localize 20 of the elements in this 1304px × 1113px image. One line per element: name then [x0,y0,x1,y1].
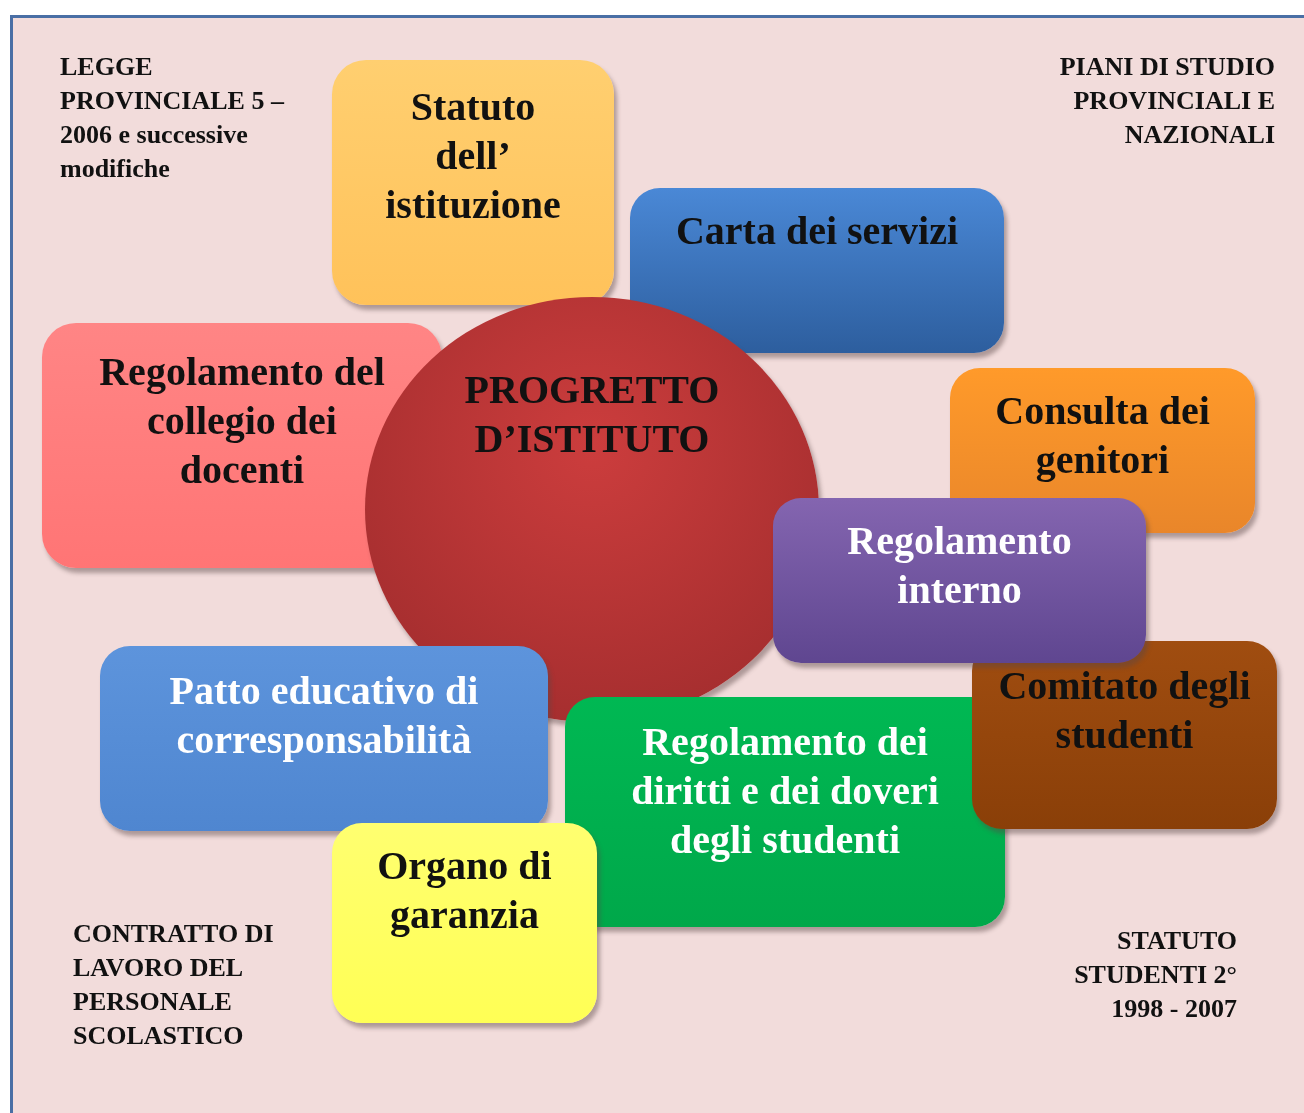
box-text: Regolamento del collegio dei docenti [98,348,386,494]
box-text: Statuto dell’ istituzione [384,83,562,229]
box-text: Regolamento interno [846,517,1073,614]
box-text: Carta dei servizi [675,207,959,255]
box-text: Patto educativo di corresponsabilità [168,667,480,764]
box-text: Comitato degli studenti [997,662,1252,759]
rounded-box [100,646,548,831]
rounded-box [332,823,597,1023]
title-text: PROGRETTO D’ISTITUTO [463,366,721,463]
corner-note: CONTRATTO DI LAVORO DEL PERSONALE SCOLASTICO [73,918,275,1052]
rounded-box [630,188,1004,353]
box-text: Organo di garanzia [376,842,553,939]
rounded-box [972,641,1277,829]
corner-note: PIANI DI STUDIO PROVINCIALI E NAZIONALI [1058,51,1275,151]
box-text: Consulta dei genitori [994,387,1211,484]
corner-note: LEGGE PROVINCIALE 5 – 2006 e successive modifiche [60,51,286,185]
box-text: Regolamento dei diritti e dei doveri degli studenti [630,718,940,864]
rounded-box [773,498,1146,663]
corner-note: STATUTO STUDENTI 2° 1998 - 2007 [1073,925,1237,1025]
rounded-box [332,60,614,305]
